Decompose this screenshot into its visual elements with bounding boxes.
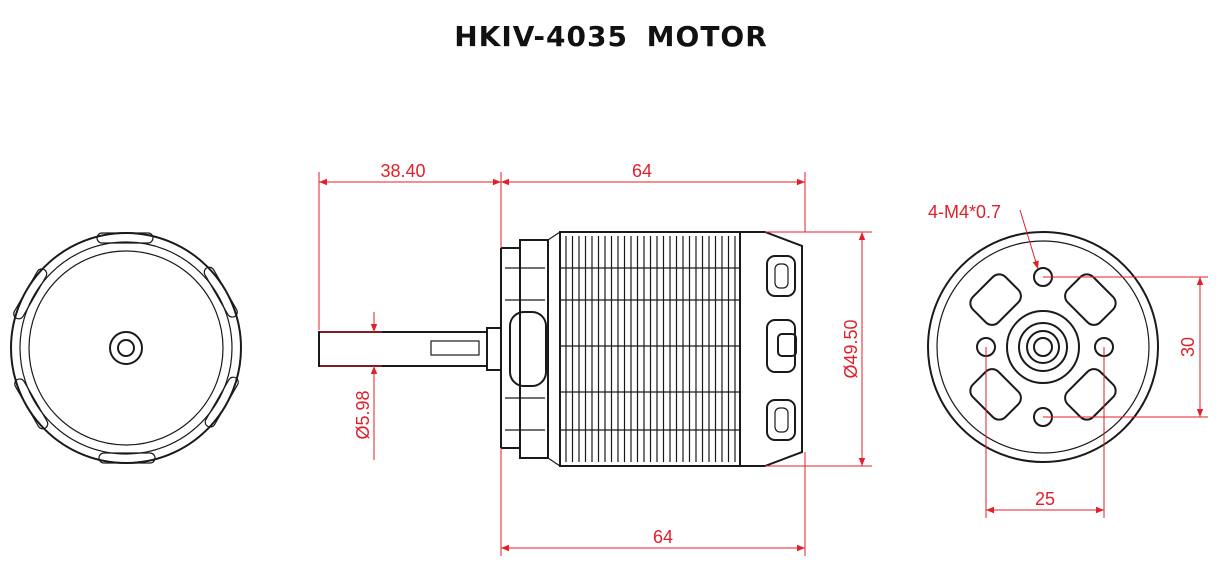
dim-body-length-top: 64 (632, 161, 652, 181)
bearing-boss (1006, 310, 1080, 384)
front-hub (109, 331, 143, 365)
dim-mount-thread: 4-M4*0.7 (928, 202, 1001, 222)
front-view (10, 232, 242, 464)
drawing-title: HKIV-4035 MOTOR (454, 20, 768, 53)
dim-body-length-bottom: 64 (653, 527, 673, 547)
rear-view (927, 231, 1159, 463)
dim-shaft-length: 38.40 (380, 161, 425, 181)
shaft (318, 331, 488, 367)
cooling-fins (560, 236, 740, 462)
side-view (318, 230, 803, 468)
shaft-flat (430, 340, 480, 356)
rear-view-spokes (969, 273, 1117, 421)
dim-mount-vertical: 30 (1178, 337, 1198, 357)
dim-mount-horizontal: 25 (1035, 489, 1055, 509)
front-view-slots (13, 232, 239, 464)
front-bell (739, 231, 803, 467)
shaft-end (117, 339, 135, 357)
dim-shaft-diameter: Ø5.98 (353, 390, 373, 439)
dim-body-diameter: Ø49.50 (841, 319, 861, 378)
dimensions: 38.40 64 64 Ø49.50 Ø5.98 4-M4*0.7 30 25 (318, 161, 1208, 556)
